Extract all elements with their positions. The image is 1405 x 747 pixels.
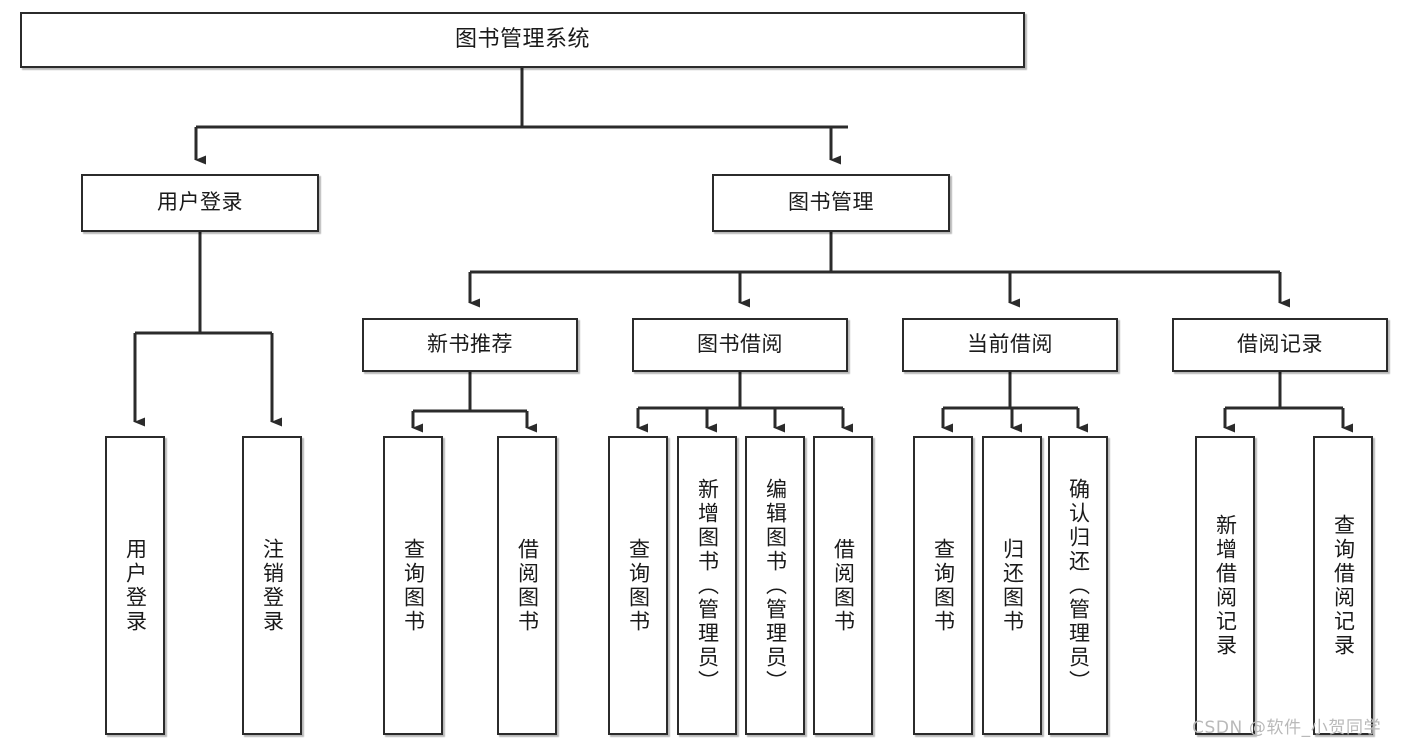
edges-level1-booklogin-to-leaves: [133, 232, 282, 427]
node-label: 当前借阅: [967, 332, 1053, 357]
node-label: 查询图书: [931, 537, 956, 634]
leaf-user-login[interactable]: 用户登录: [105, 436, 165, 735]
node-label: 新增借阅记录: [1213, 513, 1238, 658]
node-current-borrowing[interactable]: 当前借阅: [902, 318, 1118, 372]
leaf-add-book-admin[interactable]: 新增图书（管理员）: [677, 436, 737, 735]
node-label: 借阅图书: [831, 537, 856, 634]
leaf-borrow-book-borrowing[interactable]: 借阅图书: [813, 436, 873, 735]
node-label: 用户登录: [123, 537, 148, 634]
node-root-book-management-system[interactable]: 图书管理系统: [20, 12, 1025, 68]
leaf-query-borrow-record[interactable]: 查询借阅记录: [1313, 436, 1373, 735]
node-borrow-records[interactable]: 借阅记录: [1172, 318, 1388, 372]
node-label: 图书管理: [788, 190, 874, 215]
node-label: 图书借阅: [697, 332, 783, 357]
node-label: 新增图书（管理员）: [695, 477, 720, 694]
node-label: 查询借阅记录: [1331, 513, 1356, 658]
node-label: 查询图书: [401, 537, 426, 634]
node-label: 确认归还（管理员）: [1066, 477, 1091, 694]
node-new-book-recommendation[interactable]: 新书推荐: [362, 318, 578, 372]
node-label: 新书推荐: [427, 332, 513, 357]
leaf-query-book-current[interactable]: 查询图书: [913, 436, 973, 735]
node-label: 编辑图书（管理员）: [763, 477, 788, 694]
node-label: 借阅记录: [1237, 332, 1323, 357]
leaf-query-book-borrowing[interactable]: 查询图书: [608, 436, 668, 735]
node-label: 借阅图书: [515, 537, 540, 634]
edges-level1-bookmanage-to-level2: [468, 232, 1290, 308]
node-label: 注销登录: [260, 537, 285, 634]
edges-root-to-level1: [194, 68, 848, 165]
node-label: 用户登录: [157, 190, 243, 215]
node-book-management[interactable]: 图书管理: [712, 174, 950, 232]
node-label: 归还图书: [1000, 537, 1025, 634]
leaf-borrow-book-newbook[interactable]: 借阅图书: [497, 436, 557, 735]
leaf-return-book[interactable]: 归还图书: [982, 436, 1042, 735]
edges-records-to-leaves: [1223, 372, 1353, 433]
edges-newbook-to-leaves: [411, 372, 537, 433]
leaf-logout[interactable]: 注销登录: [242, 436, 302, 735]
node-label: 查询图书: [626, 537, 651, 634]
leaf-confirm-return-admin[interactable]: 确认归还（管理员）: [1048, 436, 1108, 735]
node-label: 图书管理系统: [454, 26, 590, 52]
leaf-edit-book-admin[interactable]: 编辑图书（管理员）: [745, 436, 805, 735]
node-book-borrowing[interactable]: 图书借阅: [632, 318, 848, 372]
edges-borrow-to-leaves: [636, 372, 853, 433]
edges-current-to-leaves: [941, 372, 1088, 433]
node-user-login[interactable]: 用户登录: [81, 174, 319, 232]
leaf-query-book-newbook[interactable]: 查询图书: [383, 436, 443, 735]
leaf-add-borrow-record[interactable]: 新增借阅记录: [1195, 436, 1255, 735]
